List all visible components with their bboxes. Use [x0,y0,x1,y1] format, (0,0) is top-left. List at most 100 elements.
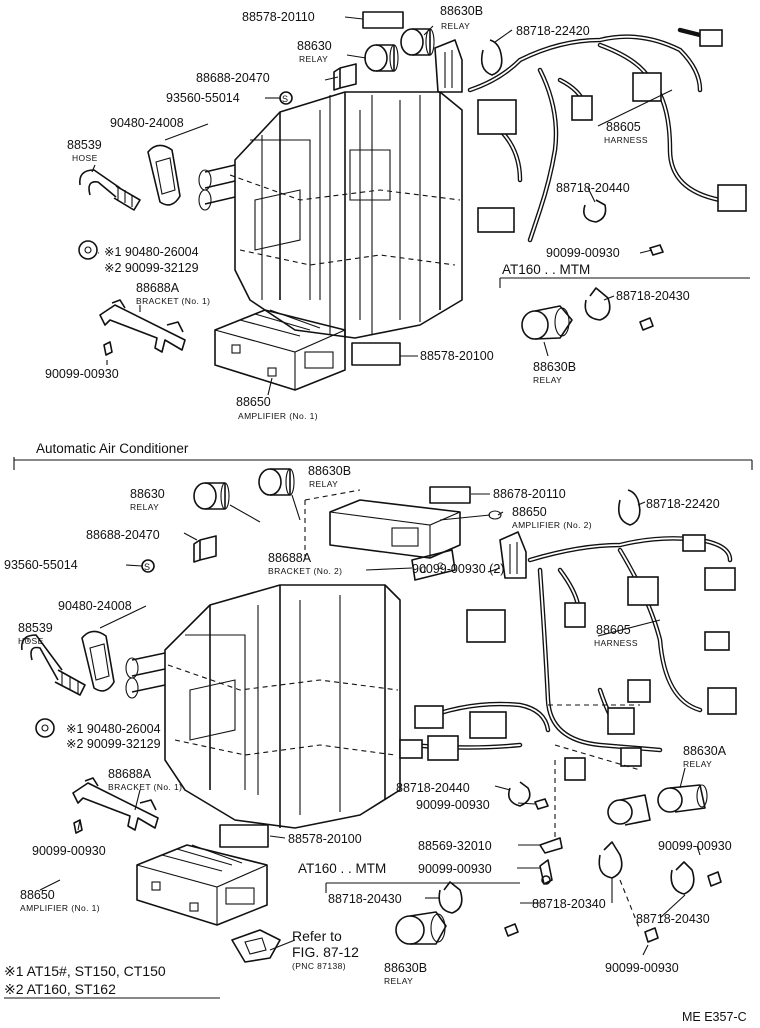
relay-88630b-bottom [258,468,295,496]
label-hose-top: HOSE [72,153,98,163]
grommet-bottom [35,718,55,738]
label-relay-bottom-1: RELAY [309,479,338,489]
label-88578-20100-top: 88578-20100 [420,349,494,363]
label-amplifier-no1-top: AMPLIFIER (No. 1) [238,411,318,421]
label-88718-20440-bottom: 88718-20440 [396,781,470,795]
screw-top-at160 [639,317,654,331]
bracket-88569-32010 [539,837,563,854]
grommet-top [78,240,98,260]
labels-top: 88578-20110 88630B RELAY 88718-22420 886… [45,4,690,421]
label-93560-55014-top: 93560-55014 [166,91,240,105]
label-90480-24008-top: 90480-24008 [110,116,184,130]
clamp-88718-20440-top [583,199,607,223]
pad-88578-20100-top [351,342,401,366]
label-relay-bottom-2: RELAY [130,502,159,512]
note-2: ※2 AT160, ST162 [4,981,116,997]
label-90480-26004-top: ※1 90480-26004 [104,245,199,259]
seal-90480-24008-bottom [81,630,115,692]
screw-90099-right [707,871,722,887]
label-88688a-bottom-no2: 88688A [268,551,312,565]
relay-88630b-top-at160 [521,305,573,340]
heater-unit-bottom [125,584,401,829]
label-90099-00930-2: 90099-00930 (2) [412,562,504,576]
clamp-88718-20430-top [584,287,611,321]
label-88718-20440-top: 88718-20440 [556,181,630,195]
label-88605-top: 88605 [606,120,641,134]
svg-text:C: C [437,561,444,571]
label-88718-22420-top: 88718-22420 [516,24,590,38]
notes: ※1 AT15#, ST150, CT150 ※2 AT160, ST162 [4,963,166,997]
relay-88630b-bottom-at160 [395,911,447,945]
amplifier-no2 [304,489,502,560]
svg-text:S: S [282,94,288,104]
label-88718-22420-bottom: 88718-22420 [646,497,720,511]
label-88630b-top-at160: 88630B [533,360,576,374]
label-bracket-no1-bottom: BRACKET (No. 1) [108,782,182,792]
label-88569-32010: 88569-32010 [418,839,492,853]
labels-bottom: 88630B RELAY 88630 RELAY 88678-20110 887… [4,464,732,986]
label-90099-00930-top-right: 90099-00930 [546,246,620,260]
clamp-88718-20430-right [670,861,695,895]
label-88650-bottom: 88650 [20,888,55,902]
label-88630a: 88630A [683,744,727,758]
section-divider [13,457,753,470]
hose-88539-top [78,169,141,211]
relay-88630-bottom [193,482,230,510]
label-88605-bottom: 88605 [596,623,631,637]
screw-top-left [103,341,113,356]
section-title: Automatic Air Conditioner [36,441,189,456]
label-amplifier-no1-bottom: AMPLIFIER (No. 1) [20,903,100,913]
harness-88605-top [434,27,747,243]
label-88650-top: 88650 [236,395,271,409]
label-harness-top: HARNESS [604,135,648,145]
label-88578-20100-bottom: 88578-20100 [288,832,362,846]
leaders-bottom [27,493,701,956]
bracket-no2 [411,549,456,581]
label-fig-87-12: FIG. 87-12 [292,944,359,960]
label-88650-amp2: 88650 [512,505,547,519]
label-relay-bottom-at160: RELAY [384,976,413,986]
relay-88630a-group [607,784,708,826]
screw-bottom-left [73,819,83,834]
bottom-diagram: C C S [20,468,737,963]
pad-88578-20110-top [362,11,404,29]
at160-bracket-bottom [325,882,520,893]
label-90099-00930-bottom-lower: 90099-00930 [605,961,679,975]
label-88539-bottom: 88539 [18,621,53,635]
clip-88688-20470-top [333,63,357,91]
clamp-88718-22420-bottom [617,489,641,526]
hose-88539-bottom [20,634,86,696]
heater-unit-top [198,91,463,339]
label-90099-00930-right-upper: 90099-00930 [658,839,732,853]
label-90099-00930-at160: 90099-00930 [418,862,492,876]
label-88539-top: 88539 [67,138,102,152]
label-at160-top: AT160 . . MTM [502,262,590,277]
label-at160-bottom: AT160 . . MTM [298,861,386,876]
label-refer-to: Refer to [292,928,342,944]
label-88688a-bottom-no1: 88688A [108,767,152,781]
label-88718-20430-right: 88718-20430 [636,912,710,926]
label-88718-20430-bottom: 88718-20430 [328,892,402,906]
label-88630-top: 88630 [297,39,332,53]
label-88688-20470-top: 88688-20470 [196,71,270,85]
harness-88605-bottom [399,531,737,781]
screw-90099-bottom-mid [534,798,549,810]
label-88718-20430-top: 88718-20430 [616,289,690,303]
label-90480-24008-bottom: 90480-24008 [58,599,132,613]
label-relay-top-at160: RELAY [533,375,562,385]
label-90099-00930-bottom-left: 90099-00930 [32,844,106,858]
label-relay-top-2: RELAY [299,54,328,64]
label-88630-bottom: 88630 [130,487,165,501]
drawing-code: ME E357-C [682,1010,747,1024]
seal-90480-24008-top [147,144,181,206]
screw-90099-top-right [649,244,664,256]
clamp-88718-20430-bottom [438,881,463,914]
label-88678-20110: 88678-20110 [493,487,566,501]
label-90099-00930-top-left: 90099-00930 [45,367,119,381]
label-90099-32129-top: ※2 90099-32129 [104,261,199,275]
label-hose-bottom: HOSE [18,636,44,646]
label-pnc-87138: (PNC 87138) [292,961,346,971]
pad-88678-20110 [429,486,471,504]
label-bracket-no2: BRACKET (No. 2) [268,566,342,576]
